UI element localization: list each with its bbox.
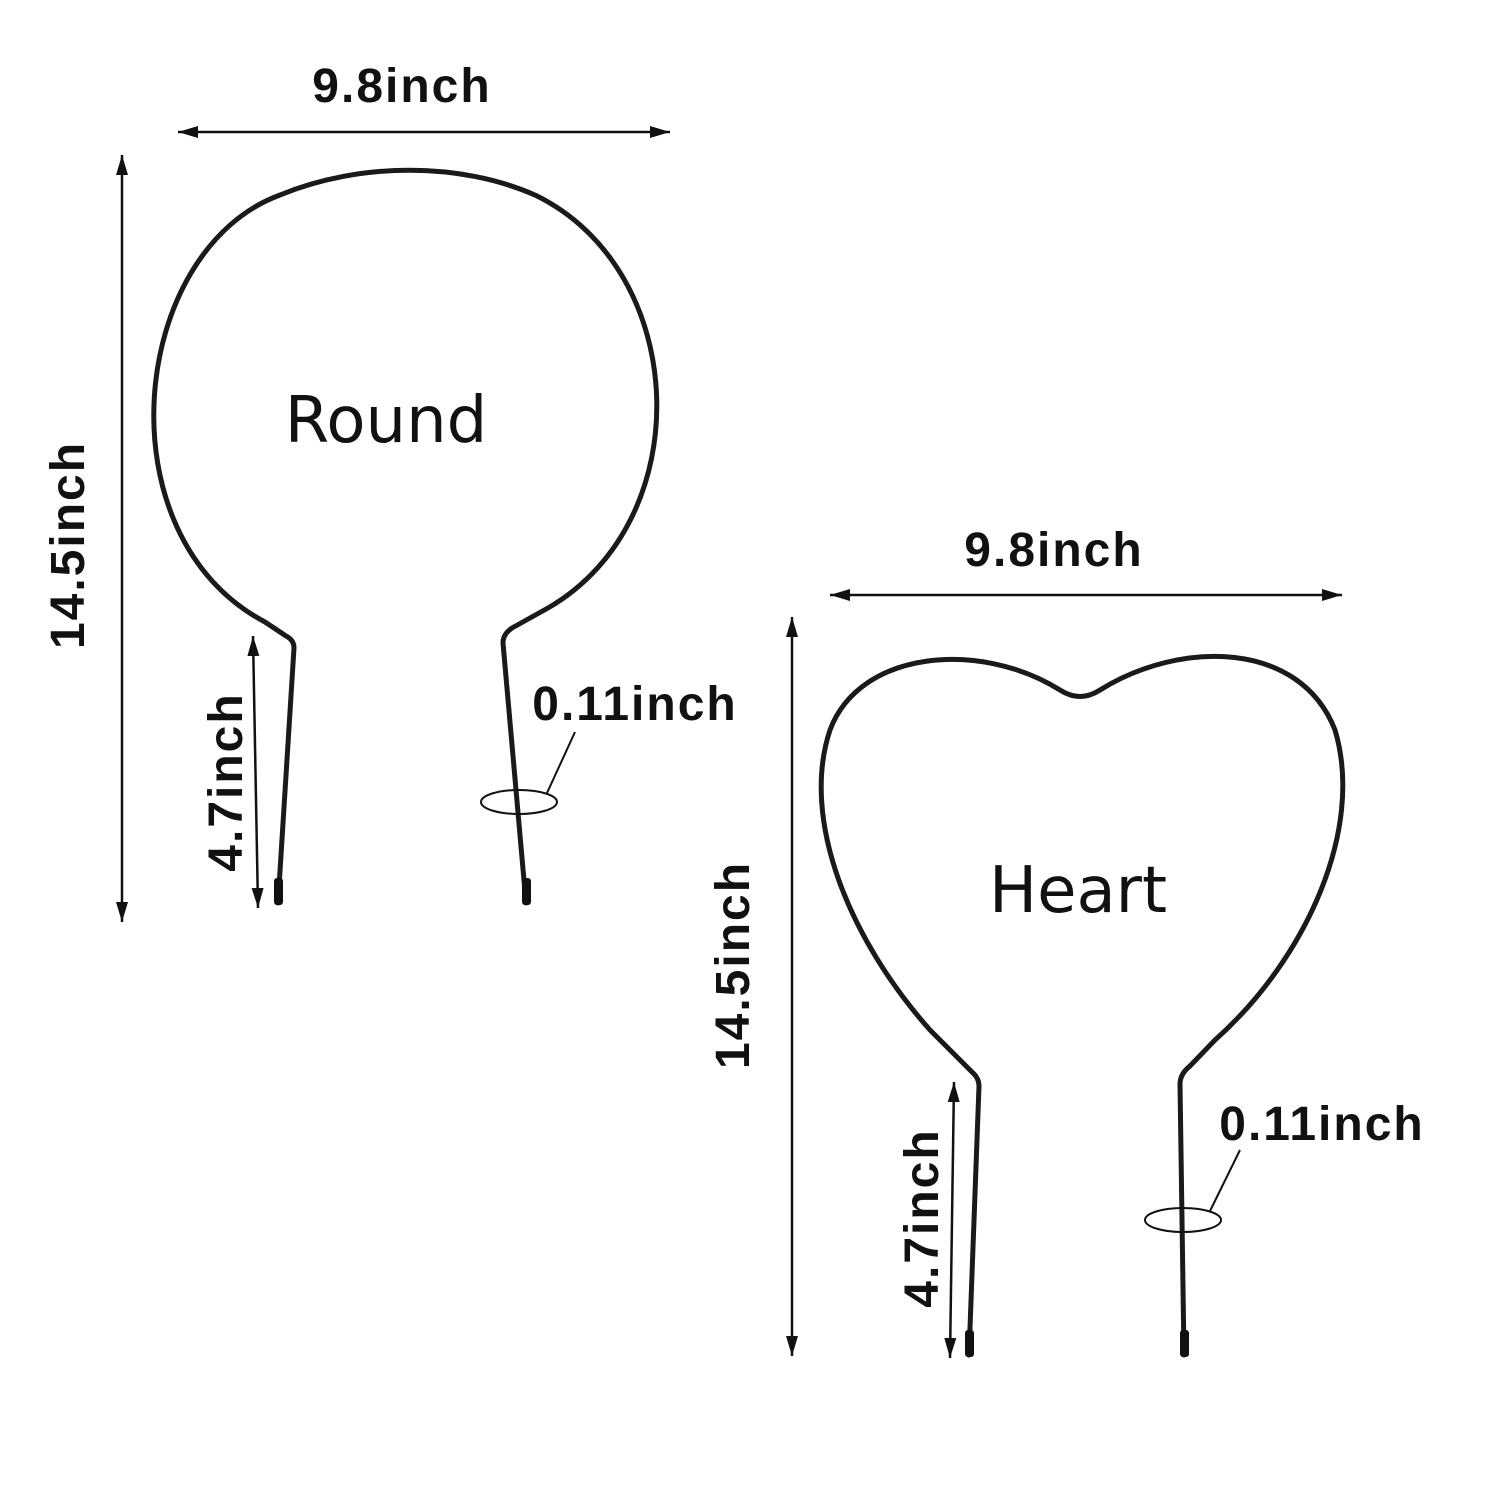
heart-shape-label: Heart [989, 854, 1167, 928]
round-width-label: 9.8inch [312, 60, 491, 113]
heart-height-label: 14.5inch [707, 861, 760, 1069]
heart-trellis: 9.8inch 14.5inch Heart 4.7inch 0.11inch [707, 524, 1424, 1359]
heart-right-stake-tip [1180, 1330, 1189, 1357]
heart-left-stake-tip [965, 1330, 974, 1357]
round-shape-label: Round [285, 384, 488, 458]
heart-diameter-leader [1209, 1149, 1241, 1212]
heart-stake-arrow [944, 1081, 960, 1359]
round-stake-arrow [247, 635, 264, 909]
round-diameter-label: 0.11inch [532, 678, 737, 731]
heart-diameter-ellipse [1144, 1207, 1222, 1233]
heart-diameter-label: 0.11inch [1219, 1098, 1424, 1151]
heart-wire-frame [818, 653, 1346, 1358]
round-height-label: 14.5inch [42, 441, 95, 649]
round-stake-label: 4.7inch [200, 692, 253, 871]
heart-width-label: 9.8inch [964, 524, 1143, 577]
round-left-stake-tip [274, 878, 283, 905]
round-right-stake-tip [522, 878, 531, 905]
round-diameter-ellipse [480, 789, 558, 815]
round-trellis: 9.8inch 14.5inch Round 4.7inch 0.11inch [42, 60, 737, 922]
heart-stake-label: 4.7inch [896, 1128, 949, 1307]
round-diameter-leader [546, 731, 576, 794]
round-wire-frame [151, 167, 660, 906]
